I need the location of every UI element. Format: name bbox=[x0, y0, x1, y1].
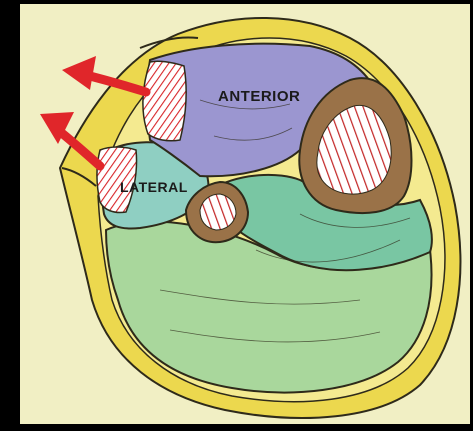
anterior-fasciotomy-opening bbox=[143, 61, 186, 141]
fibula-marrow bbox=[200, 194, 236, 230]
lateral-label: LATERAL bbox=[120, 179, 188, 195]
anterior-label: ANTERIOR bbox=[218, 88, 300, 105]
